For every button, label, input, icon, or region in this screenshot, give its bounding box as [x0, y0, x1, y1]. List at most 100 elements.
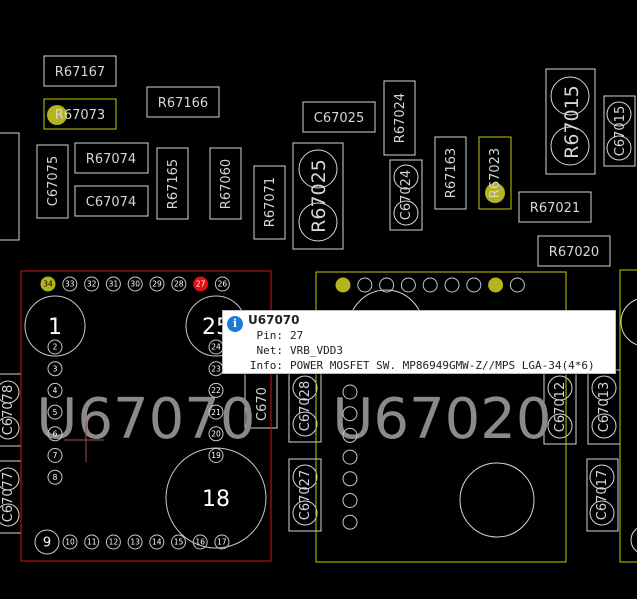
component-c67017[interactable]: C67017	[586, 458, 619, 532]
partial-component-left[interactable]	[0, 132, 20, 241]
tooltip-key: Info:	[249, 359, 283, 372]
pad-4[interactable]	[47, 382, 63, 398]
pad-highlighted[interactable]	[47, 105, 67, 125]
pad-2[interactable]	[47, 339, 63, 355]
pad-highlighted[interactable]	[488, 277, 504, 293]
pad-26[interactable]	[214, 276, 230, 292]
pad-10[interactable]	[62, 534, 78, 550]
component-label: R67025	[308, 159, 330, 233]
pad-20[interactable]	[208, 426, 224, 442]
tooltip-key: Pin:	[256, 329, 284, 342]
pad[interactable]	[342, 406, 358, 422]
pad[interactable]	[357, 277, 373, 293]
component-label: R67024	[393, 93, 408, 143]
pad[interactable]	[400, 277, 416, 293]
pad-13[interactable]	[127, 534, 143, 550]
pin-number-label: 18	[202, 487, 230, 512]
component-label: R67071	[263, 177, 278, 227]
component-r67163[interactable]: R67163	[434, 136, 467, 210]
component-r67021[interactable]: R67021	[518, 191, 592, 223]
pad-9[interactable]	[34, 529, 60, 555]
pad-27-selected[interactable]	[193, 276, 209, 292]
pad-32[interactable]	[84, 276, 100, 292]
pad[interactable]	[379, 277, 395, 293]
pad[interactable]	[342, 493, 358, 508]
pad[interactable]	[342, 384, 358, 400]
component-c67015[interactable]: C67015	[603, 95, 636, 167]
tooltip-row-info: Info:POWER MOSFET SW. MP86949GMW-Z//MPS …	[223, 359, 595, 373]
pad-31[interactable]	[105, 276, 121, 292]
pad-30[interactable]	[127, 276, 143, 292]
component-c67078[interactable]: C67078	[0, 373, 22, 447]
pad-highlighted[interactable]	[335, 277, 351, 293]
component-label: C67013	[597, 382, 612, 432]
u67070-outline	[20, 270, 272, 562]
component-c67013[interactable]: C67013	[587, 369, 621, 445]
pad[interactable]	[444, 277, 460, 293]
tooltip-title: U67070	[248, 313, 300, 327]
pad[interactable]	[422, 277, 438, 293]
pad-7[interactable]	[47, 448, 63, 463]
pad-33[interactable]	[62, 276, 78, 292]
pad-14[interactable]	[149, 534, 165, 550]
component-label: R67023	[488, 148, 503, 198]
component-c67074[interactable]: C67074	[74, 185, 149, 217]
pad-34-highlighted[interactable]	[40, 276, 56, 292]
pad[interactable]	[342, 514, 358, 530]
component-r67074[interactable]: R67074	[74, 142, 149, 174]
pad[interactable]	[342, 471, 358, 487]
pad-18[interactable]	[165, 447, 267, 549]
pad-6[interactable]	[47, 426, 63, 442]
pad-22[interactable]	[208, 382, 224, 398]
pad-15[interactable]	[171, 534, 186, 550]
component-c67027[interactable]: C67027	[288, 458, 322, 532]
component-c67025[interactable]: C67025	[302, 101, 376, 133]
pad-16[interactable]	[192, 534, 208, 550]
pin-number-label: 9	[43, 536, 51, 551]
component-r67060[interactable]: R67060	[209, 147, 242, 220]
pad-28[interactable]	[171, 276, 187, 292]
pad-11[interactable]	[84, 534, 100, 550]
component-r67165[interactable]: R67165	[156, 147, 189, 220]
pad-3[interactable]	[47, 361, 63, 377]
pad[interactable]	[509, 277, 525, 293]
pad-1[interactable]	[24, 295, 86, 357]
component-u67020[interactable]: U67020	[315, 271, 567, 563]
pin-number-label: 3	[53, 364, 58, 373]
pad-highlighted[interactable]	[485, 183, 505, 203]
component-r67071[interactable]: R67071	[253, 165, 286, 240]
component-r67015[interactable]: R67015	[545, 68, 596, 175]
component-c67024[interactable]: C67024	[389, 159, 423, 231]
pad-5[interactable]	[47, 404, 63, 420]
pad-29[interactable]	[149, 276, 165, 292]
component-r67073[interactable]: R67073	[43, 98, 117, 130]
component-r67023[interactable]: R67023	[478, 136, 512, 210]
component-label: C67075	[46, 156, 61, 206]
pad-8[interactable]	[47, 469, 63, 485]
pad[interactable]	[342, 427, 358, 443]
pad[interactable]	[466, 277, 482, 293]
component-r67024[interactable]: R67024	[383, 80, 416, 156]
pin-number-label: 20	[211, 430, 221, 439]
pin-number-label: 13	[130, 538, 140, 547]
component-c67075[interactable]: C67075	[36, 144, 69, 219]
component-c67077[interactable]: C67077	[0, 460, 22, 534]
pin-number-label: 1	[48, 315, 62, 340]
u67020-ref-label: U67020	[332, 387, 551, 452]
pad-17[interactable]	[214, 534, 230, 550]
component-r67020[interactable]: R67020	[537, 235, 611, 267]
component-r67025[interactable]: R67025	[292, 142, 344, 250]
pin-number-label: 14	[152, 538, 162, 547]
pin-number-label: 29	[152, 280, 162, 289]
pad[interactable]	[342, 449, 358, 465]
component-label: R67073	[55, 108, 105, 123]
pad-12[interactable]	[105, 534, 121, 550]
partial-component-right[interactable]	[619, 269, 637, 563]
pin-number-label: 11	[87, 538, 97, 547]
component-r67167[interactable]: R67167	[43, 55, 117, 87]
pin-number-label: 27	[196, 280, 206, 289]
component-r67166[interactable]: R67166	[146, 86, 220, 118]
pad-21[interactable]	[208, 404, 224, 420]
